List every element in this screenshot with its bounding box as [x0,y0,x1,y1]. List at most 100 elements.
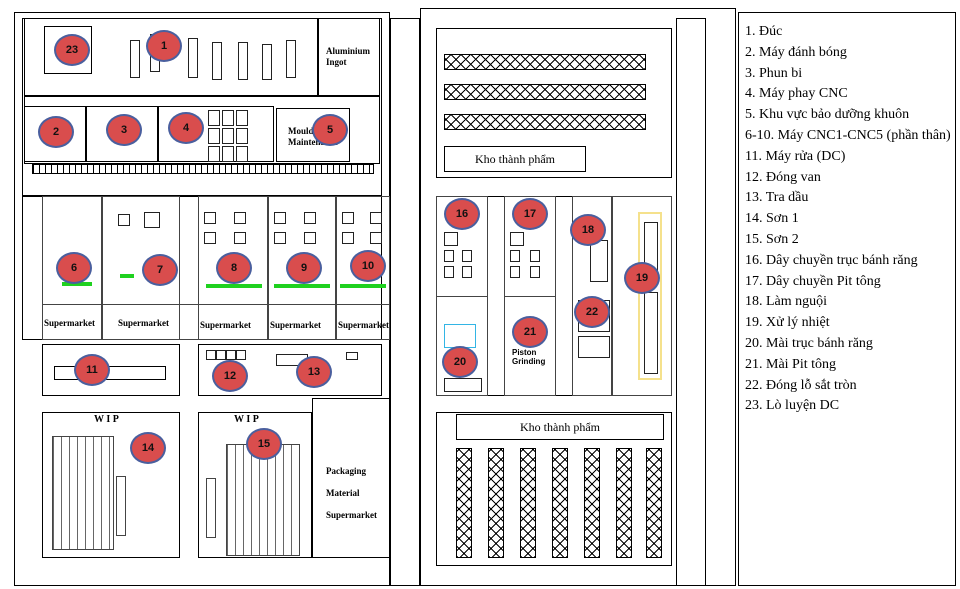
legend-item: 16. Dây chuyền trục bánh răng [745,252,918,268]
supermarket-row [42,304,390,340]
marker-17: 17 [512,198,548,230]
legend-item: 13. Tra dầu [745,190,809,206]
marker-9: 9 [286,252,322,284]
storage-rack [456,448,472,558]
polishing-area [24,106,86,162]
conveyor-green [206,284,262,288]
legend-item: 20. Mài trục bánh răng [745,335,873,351]
cnc-machine [342,212,354,224]
legend-item: 2. Máy đánh bóng [745,44,847,60]
storage-rack [552,448,568,558]
legend-item: 19. Xử lý nhiệt [745,315,830,331]
casting-area [24,18,318,96]
oiling-station [346,352,358,360]
milling-machine [222,110,234,126]
grinding-station [444,378,482,392]
valve-station [216,350,226,360]
marker-13: 13 [296,356,332,388]
cnc-machine [304,232,316,244]
piston-grinding-area [504,296,556,396]
paint-line-1 [52,436,114,550]
aluminium-ingot-area [318,18,380,96]
aluminium-ingot-label: Aluminium Ingot [326,46,371,67]
paint-rack-2 [206,478,216,538]
finished-goods-title: Kho thành phẩm [456,414,664,440]
legend-item: 15. Sơn 2 [745,231,799,247]
cnc-machine [204,232,216,244]
packaging-area [312,398,390,558]
line-machine [510,250,520,262]
mould-maintenance-label: Mould Maintenance [288,126,338,147]
heat-treatment [612,196,672,396]
casting-machine [212,42,222,80]
storage-rack [646,448,662,558]
cnc-machine [118,214,130,226]
valve-station [206,350,216,360]
line-machine [444,250,454,262]
storage-rack [444,114,646,130]
marker-7: 7 [142,254,178,286]
marker-18: 18 [570,214,606,246]
marker-11: 11 [74,354,110,386]
paint-line-2 [226,444,300,556]
furnace-chamber [644,292,658,374]
mould-maintenance-area [276,108,350,162]
casting-machine [238,42,248,80]
legend-item: 23. Lò luyện DC [745,398,840,414]
finished-goods-title: Kho thành phẩm [444,146,586,172]
valve-station [236,350,246,360]
conveyor-green [340,284,386,288]
legend-item: 11. Máy rửa (DC) [745,148,846,164]
legend-item: 17. Dây chuyền Pit tông [745,273,881,289]
cnc-machine [274,232,286,244]
line-machine [510,266,520,278]
paint-area-2 [198,412,312,558]
legend-item: 18. Làm nguội [745,294,828,310]
storage-rack [444,84,646,100]
line-machine [510,232,524,246]
marker-19: 19 [624,262,660,294]
line-machine [462,250,472,262]
washing-area [42,344,180,396]
paint-area-1 [42,412,180,558]
transfer-band [32,164,374,174]
cooling-line [572,196,612,396]
marker-16: 16 [444,198,480,230]
marker-6: 6 [56,252,92,284]
line-machine [530,250,540,262]
legend-item: 1. Đúc [745,24,783,39]
marker-22: 22 [574,296,610,328]
storage-rack [444,54,646,70]
line-machine [444,266,454,278]
marker-1: 1 [146,30,182,62]
storage-rack [616,448,632,558]
cnc-machine [342,232,354,244]
valve-station [226,350,236,360]
press-unit [578,336,610,358]
wip-label: W I P [94,414,119,425]
marker-8: 8 [216,252,252,284]
milling-machine [236,146,248,162]
casting-machine [130,40,140,78]
milling-machine [222,128,234,144]
shot-blast-area [86,106,158,162]
marker-3: 3 [106,114,142,146]
milling-machine [222,146,234,162]
line-machine [530,266,540,278]
storage-rack [520,448,536,558]
washing-machine [54,366,166,380]
line-machine [462,266,472,278]
conveyor-green [120,274,134,278]
legend-list: 1. Đúc 2. Máy đánh bóng 3. Phun bi 4. Má… [745,22,955,417]
casting-machine [188,38,198,78]
marker-4: 4 [168,112,204,144]
wip-label: W I P [234,414,259,425]
marker-12: 12 [212,360,248,392]
supermarket-label: Supermarket [118,318,169,328]
furnace-box [44,26,92,74]
valve-oil-area [198,344,382,396]
heat-treatment-furnace [638,212,662,380]
storage-rack [488,448,504,558]
supermarket-label: Supermarket [200,320,251,330]
marker-14: 14 [130,432,166,464]
